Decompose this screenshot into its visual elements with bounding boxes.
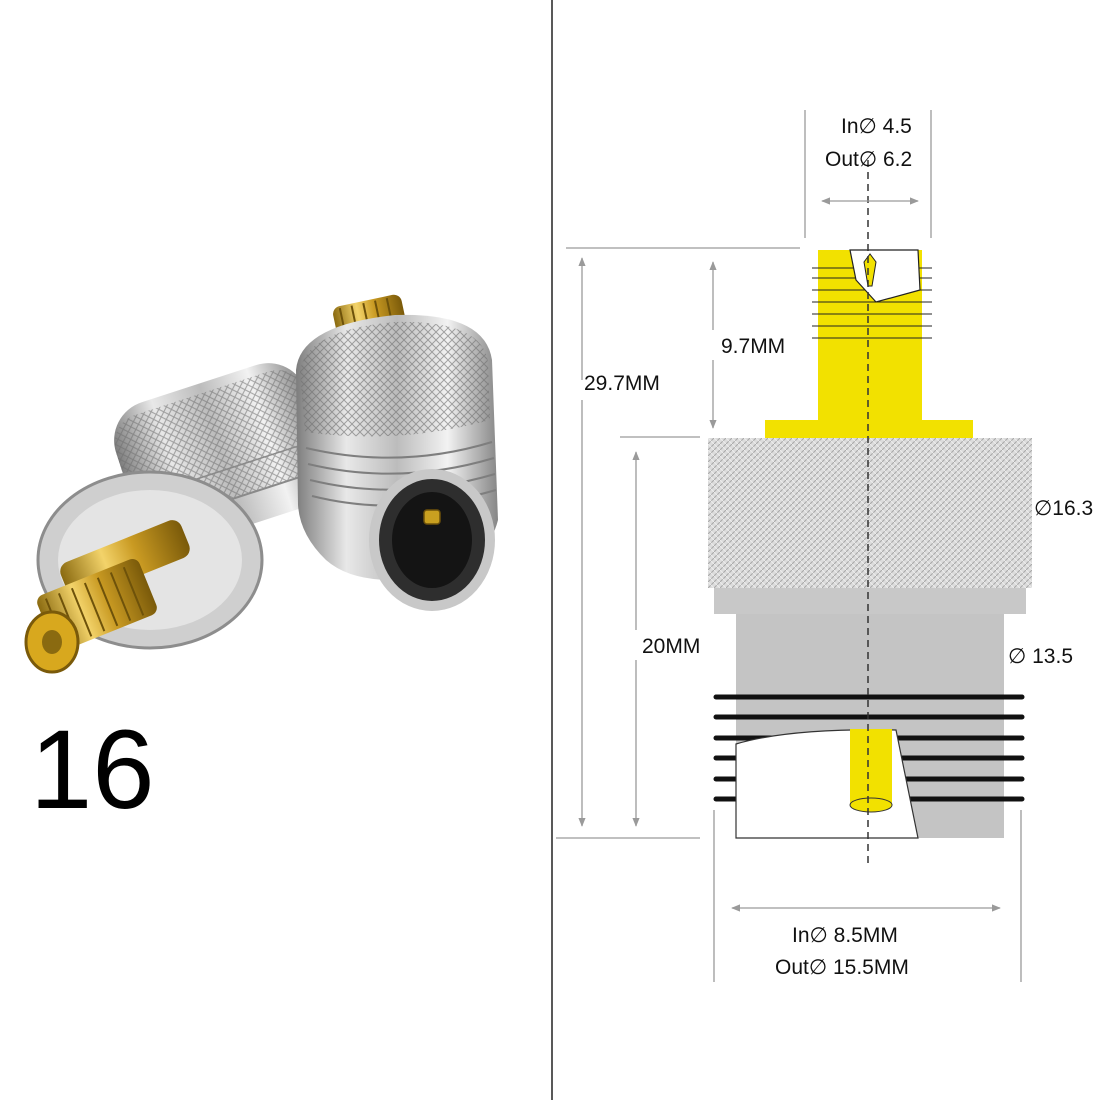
bore-outer-diameter-label: Out∅ 15.5MM [775,956,909,979]
pin-length-dimension [620,261,717,438]
pin-diameter-dimension [804,110,932,238]
body-diameter-label: ∅ 13.5 [1008,645,1073,668]
body-flange [714,588,1026,614]
sma-pin-gold [765,249,973,438]
pin-outer-diameter-label: Out∅ 6.2 [825,148,912,171]
center-contact-gold [849,729,893,813]
total-length-label: 29.7MM [584,372,660,395]
left-connector-gold-sma [24,520,190,674]
pin-inner-diameter-label: In∅ 4.5 [841,115,912,138]
right-connector-silver-body [296,314,498,611]
connector-photo-left: 16 [24,294,498,832]
knurled-nut [708,438,1032,588]
body-length-label: 20MM [642,635,700,658]
pin-length-label: 9.7MM [721,335,785,358]
product-number-label: 16 [30,707,155,832]
dimension-drawing: In∅ 4.5 Out∅ 6.2 29.7MM 9.7MM 20MM ∅16.3… [556,110,1093,982]
bore-inner-diameter-label: In∅ 8.5MM [792,924,898,947]
total-length-dimension [556,247,800,839]
knurl-diameter-label: ∅16.3 [1034,497,1093,520]
bore-diameter-dimension [713,810,1022,982]
